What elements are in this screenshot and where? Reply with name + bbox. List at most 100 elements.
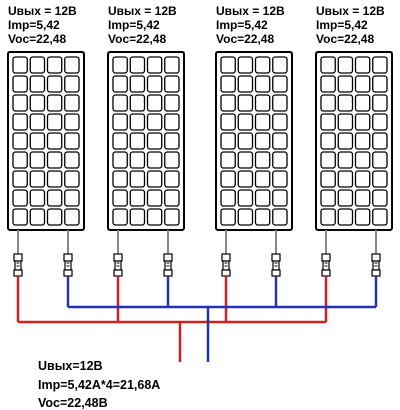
panel-cell xyxy=(64,189,80,207)
panel-cell xyxy=(372,132,388,150)
mc4-connector xyxy=(13,253,23,277)
panel-cell xyxy=(354,94,371,112)
panel-cell xyxy=(64,113,80,131)
panel-cell xyxy=(146,132,163,150)
panel-cell xyxy=(112,189,128,207)
panel-cell xyxy=(64,75,80,93)
panel-cell xyxy=(29,113,46,131)
panel-current-label: Imp=5,42 xyxy=(316,18,368,32)
panel-cell xyxy=(354,132,371,150)
panel-cell xyxy=(372,189,388,207)
panel-cell xyxy=(12,113,28,131)
panel-cell xyxy=(354,75,371,93)
panel-cell xyxy=(254,75,271,93)
panel-cell xyxy=(220,94,236,112)
panel-cell xyxy=(320,56,336,74)
panel-cell xyxy=(46,94,63,112)
panel-cell xyxy=(354,208,371,226)
panel-cell xyxy=(320,170,336,188)
panel-voc-label: Voc=22,48 xyxy=(216,32,274,46)
panel-cell xyxy=(164,132,180,150)
panel-voltage-label: Uвых = 12В xyxy=(108,4,177,18)
panel-cell xyxy=(164,151,180,169)
mc4-connector xyxy=(371,253,381,277)
panel-cell xyxy=(220,151,236,169)
panel-cell xyxy=(372,56,388,74)
panel-cell xyxy=(64,151,80,169)
panel-cell xyxy=(29,151,46,169)
panel-cell xyxy=(146,94,163,112)
panel-cell xyxy=(64,56,80,74)
panel-cell xyxy=(46,75,63,93)
panel-cell xyxy=(164,170,180,188)
panel-cell xyxy=(64,170,80,188)
panel-cell xyxy=(112,56,128,74)
panel-cell xyxy=(272,132,288,150)
panel-cell xyxy=(29,208,46,226)
panel-voltage-label: Uвых = 12В xyxy=(216,4,285,18)
panel-cell xyxy=(146,151,163,169)
panel-cell xyxy=(146,56,163,74)
panel-cell xyxy=(220,132,236,150)
panel-voc-label: Voc=22,48 xyxy=(316,32,374,46)
panel-cell xyxy=(320,113,336,131)
panel-cell xyxy=(112,170,128,188)
panel-cell xyxy=(254,170,271,188)
panel-cell xyxy=(29,75,46,93)
panel-cell xyxy=(337,151,354,169)
panel-cell xyxy=(64,94,80,112)
panel-cell xyxy=(146,75,163,93)
panel-current-label: Imp=5,42 xyxy=(8,18,60,32)
panel-cell xyxy=(337,113,354,131)
panel-cell xyxy=(254,94,271,112)
panel-cell xyxy=(237,94,254,112)
panel-cell xyxy=(320,151,336,169)
panel-cell xyxy=(337,94,354,112)
panel-cell xyxy=(337,75,354,93)
panel-cell xyxy=(320,189,336,207)
bus-wires-layer xyxy=(16,276,378,362)
panel-cell xyxy=(46,132,63,150)
panel-cell xyxy=(372,94,388,112)
panel-cell xyxy=(129,94,146,112)
panel-cell xyxy=(129,75,146,93)
panel-cell xyxy=(29,56,46,74)
panel-voltage-label: Uвых = 12В xyxy=(8,4,77,18)
panel-cell xyxy=(112,132,128,150)
panel-cell xyxy=(254,113,271,131)
mc4-connector xyxy=(221,253,231,277)
panel-cell xyxy=(112,75,128,93)
panel-cell xyxy=(129,170,146,188)
panel-cell xyxy=(272,189,288,207)
mc4-connector xyxy=(163,253,173,277)
panel-cell xyxy=(272,151,288,169)
mc4-connector xyxy=(321,253,331,277)
panel-cell xyxy=(220,208,236,226)
panel-cell xyxy=(12,75,28,93)
panel-cell xyxy=(146,189,163,207)
panel-cell xyxy=(164,113,180,131)
panel-cell xyxy=(46,208,63,226)
panel-cell xyxy=(129,151,146,169)
panel-cell xyxy=(112,94,128,112)
panel-cell xyxy=(46,151,63,169)
panel-cell xyxy=(254,151,271,169)
panel-cell xyxy=(254,132,271,150)
panel-cell xyxy=(12,56,28,74)
panel-cell xyxy=(12,151,28,169)
panel-cell xyxy=(129,56,146,74)
panel-cell xyxy=(354,56,371,74)
panel-cell xyxy=(337,189,354,207)
panel-cell xyxy=(112,151,128,169)
panel-cell xyxy=(272,56,288,74)
panel-cell xyxy=(372,113,388,131)
panel-cell xyxy=(237,151,254,169)
panel-cell xyxy=(164,94,180,112)
panel-cell xyxy=(46,170,63,188)
panel-cell xyxy=(129,189,146,207)
panel-cell xyxy=(29,170,46,188)
panel-cell xyxy=(12,94,28,112)
panel-cell xyxy=(220,189,236,207)
